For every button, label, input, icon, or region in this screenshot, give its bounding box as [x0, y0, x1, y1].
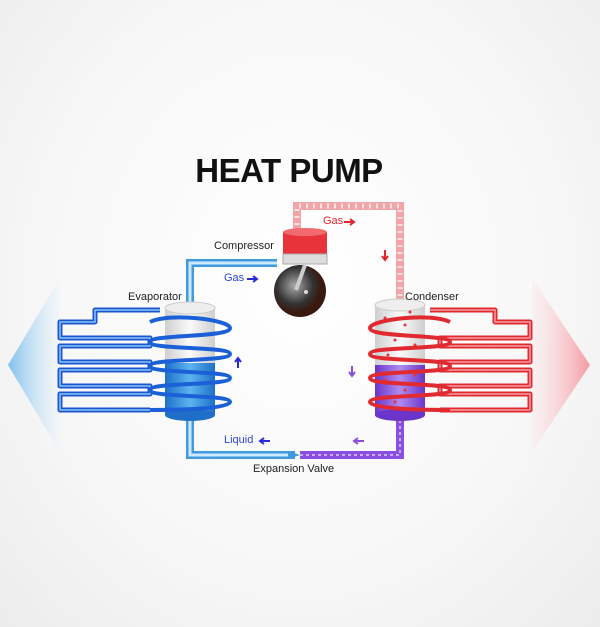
warm-air-arrow: [532, 278, 590, 452]
cold-gas-pipe: [186, 259, 277, 308]
arrow-down-icon: [381, 250, 389, 262]
flow-arrows: [234, 218, 389, 445]
arrow-left-icon: [258, 437, 270, 445]
evaporator: [147, 301, 233, 421]
arrow-left-icon: [352, 437, 364, 445]
condenser: [367, 298, 453, 421]
arrow-right-icon: [344, 218, 356, 226]
arrow-right-icon: [247, 275, 259, 283]
diagram-title: HEAT PUMP: [195, 152, 383, 189]
hot-gas-label: Gas: [323, 215, 344, 227]
expansion-valve-label: Expansion Valve: [253, 463, 335, 475]
condenser-fins: [430, 307, 533, 413]
arrow-down-icon: [348, 366, 356, 378]
liquid-pipe-hot: [300, 410, 404, 459]
cold-air-arrow: [8, 278, 60, 452]
compressor-label: Compressor: [214, 240, 274, 252]
evaporator-label: Evaporator: [128, 291, 182, 303]
condenser-label: Condenser: [405, 291, 459, 303]
expansion-valve: [288, 451, 300, 459]
arrow-up-icon: [234, 356, 242, 368]
liquid-label: Liquid: [224, 434, 254, 446]
compressor: [274, 228, 328, 317]
cold-gas-label: Gas: [224, 272, 245, 284]
evaporator-fins: [57, 307, 160, 413]
